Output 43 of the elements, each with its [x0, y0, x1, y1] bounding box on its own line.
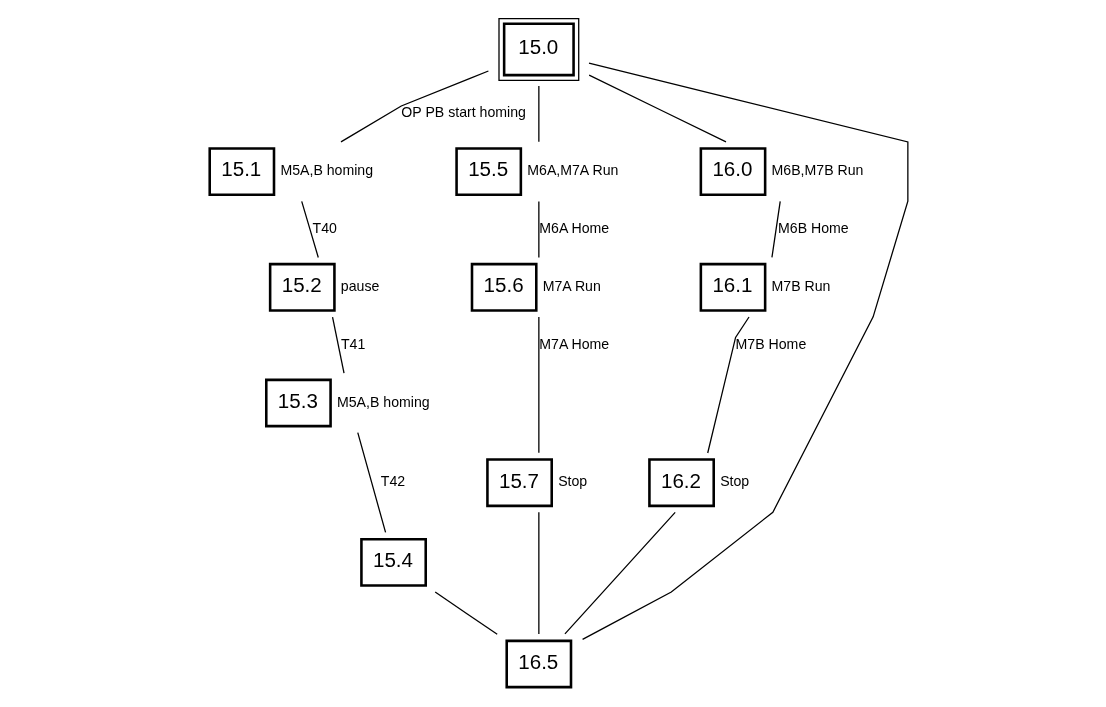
node-box: 16.0 — [699, 147, 767, 196]
node-box: 16.1 — [699, 262, 767, 312]
connector — [340, 70, 490, 143]
node-label: Stop — [720, 473, 750, 490]
edge-label: T41 — [340, 335, 366, 352]
node-box: 16.5 — [505, 639, 573, 689]
connector — [564, 511, 676, 635]
connector — [707, 316, 750, 454]
node-label: M5A,B homing — [337, 393, 430, 410]
connector — [538, 85, 540, 143]
connector — [538, 200, 540, 259]
node-label: M5A,B homing — [280, 162, 374, 179]
edge-label: OP PB start homing — [401, 104, 526, 121]
node-box: 15.1 — [208, 147, 276, 196]
node-box: 15.3 — [265, 378, 332, 428]
edge-label: T42 — [380, 473, 406, 490]
node-box: 15.4 — [360, 538, 427, 587]
node-label: M6B,M7B Run — [771, 162, 864, 179]
node-box: 15.5 — [455, 147, 523, 196]
connector — [357, 432, 387, 534]
node-box: 15.2 — [268, 262, 336, 312]
edge-label: M7B Home — [735, 335, 807, 352]
node-box: 15.0 — [498, 17, 580, 81]
edge-label: M6A Home — [539, 220, 610, 237]
connector — [588, 74, 727, 143]
node-box: 15.6 — [470, 262, 538, 312]
connector — [581, 62, 909, 640]
node-box: 16.2 — [648, 458, 715, 508]
connector — [538, 511, 540, 635]
node-box: 15.7 — [486, 458, 553, 508]
connector — [771, 200, 781, 259]
edge-label: T40 — [312, 220, 337, 237]
connector — [301, 200, 319, 259]
node-label: M6A,M7A Run — [527, 162, 619, 179]
edge-label: M6B Home — [778, 220, 849, 237]
node-label: pause — [340, 277, 380, 294]
node-label: Stop — [558, 473, 588, 490]
node-label: M7B Run — [771, 277, 831, 294]
connector — [331, 316, 345, 374]
connector — [538, 316, 540, 454]
edge-label: M7A Home — [539, 335, 610, 352]
connector — [434, 591, 498, 635]
node-label: M7A Run — [542, 277, 601, 294]
